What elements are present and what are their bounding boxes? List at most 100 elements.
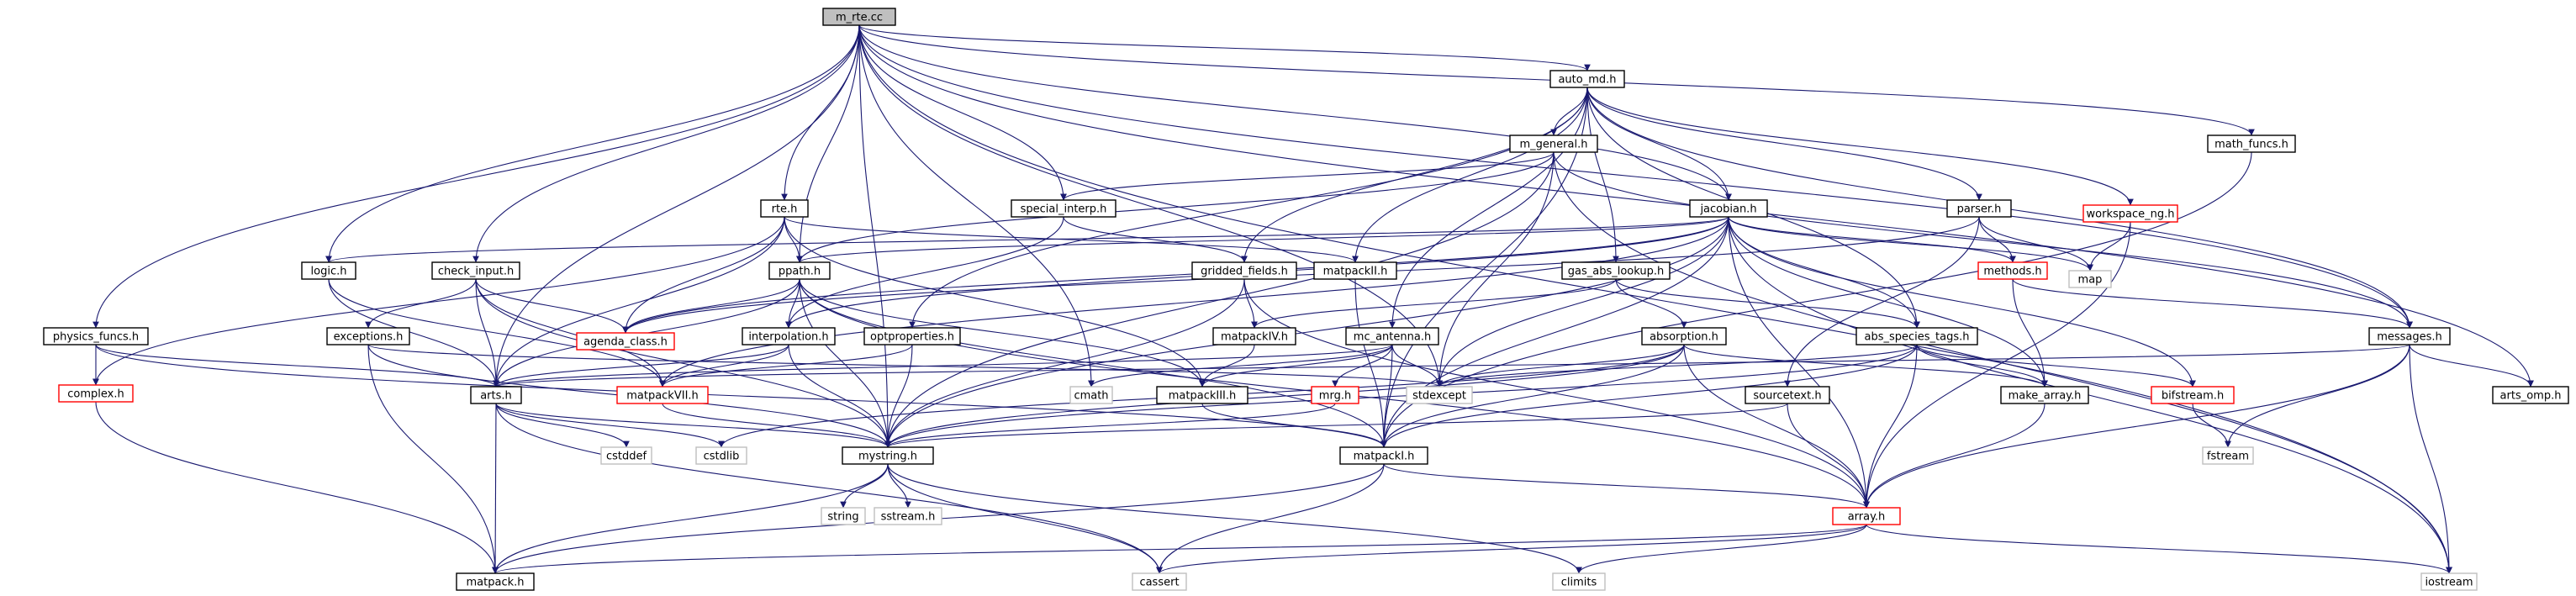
node-matpackII[interactable]: matpackII.h	[1313, 261, 1397, 280]
node-mc-antenna[interactable]: mc_antenna.h	[1345, 327, 1439, 345]
node-box[interactable]	[1855, 327, 1978, 345]
node-box[interactable]	[2492, 386, 2569, 404]
node-iostream[interactable]: iostream	[2420, 572, 2478, 591]
node-abs-species-tags[interactable]: abs_species_tags.h	[1855, 327, 1978, 345]
node-map[interactable]: map	[2068, 270, 2112, 288]
node-box[interactable]	[43, 327, 149, 345]
node-gas-abs-lookup[interactable]: gas_abs_lookup.h	[1561, 261, 1671, 280]
node-m-general[interactable]: m_general.h	[1509, 134, 1598, 153]
node-box[interactable]	[2207, 134, 2296, 153]
node-mrg[interactable]: mrg.h	[1311, 386, 1359, 404]
node-box[interactable]	[821, 507, 866, 525]
node-matpack[interactable]: matpack.h	[456, 572, 535, 591]
node-box[interactable]	[470, 386, 522, 404]
node-box[interactable]	[842, 446, 934, 465]
node-absorption[interactable]: absorption.h	[1641, 327, 1727, 345]
node-box[interactable]	[1212, 327, 1296, 345]
node-stdexcept[interactable]: stdexcept	[1406, 386, 1473, 404]
node-gridded-fields[interactable]: gridded_fields.h	[1191, 261, 1297, 280]
node-special-interp[interactable]: special_interp.h	[1011, 199, 1116, 218]
node-box[interactable]	[822, 8, 896, 26]
node-fstream[interactable]: fstream	[2202, 446, 2254, 465]
node-box[interactable]	[1011, 199, 1116, 218]
node-mystring[interactable]: mystring.h	[842, 446, 934, 465]
node-box[interactable]	[1311, 386, 1359, 404]
node-cassert[interactable]: cassert	[1132, 572, 1187, 591]
node-box[interactable]	[1509, 134, 1598, 153]
node-matpackVII[interactable]: matpackVII.h	[616, 386, 709, 404]
node-cstddef[interactable]: cstddef	[600, 446, 652, 465]
node-box[interactable]	[2368, 327, 2451, 345]
node-box[interactable]	[1345, 327, 1439, 345]
node-box[interactable]	[1339, 446, 1428, 465]
node-string[interactable]: string	[821, 507, 866, 525]
node-make-array[interactable]: make_array.h	[2000, 386, 2089, 404]
node-array[interactable]: array.h	[1832, 507, 1901, 525]
node-arts[interactable]: arts.h	[470, 386, 522, 404]
node-box[interactable]	[576, 332, 675, 351]
node-box[interactable]	[431, 261, 520, 280]
node-matpackI[interactable]: matpackI.h	[1339, 446, 1428, 465]
node-box[interactable]	[768, 261, 831, 280]
node-box[interactable]	[58, 384, 134, 403]
node-agenda-class[interactable]: agenda_class.h	[576, 332, 675, 351]
node-box[interactable]	[326, 327, 410, 345]
node-arts-omp[interactable]: arts_omp.h	[2492, 386, 2569, 404]
node-parser[interactable]: parser.h	[1946, 199, 2012, 218]
node-box[interactable]	[1313, 261, 1397, 280]
node-box[interactable]	[874, 507, 942, 525]
node-auto-md[interactable]: auto_md.h	[1549, 70, 1625, 88]
node-box[interactable]	[1561, 261, 1671, 280]
node-box[interactable]	[2420, 572, 2478, 591]
node-box[interactable]	[600, 446, 652, 465]
node-box[interactable]	[1977, 261, 2048, 280]
node-box[interactable]	[2202, 446, 2254, 465]
node-box[interactable]	[616, 386, 709, 404]
node-box[interactable]	[2068, 270, 2112, 288]
node-rte[interactable]: rte.h	[760, 199, 809, 218]
node-box[interactable]	[1069, 386, 1113, 404]
node-box[interactable]	[695, 446, 747, 465]
node-box[interactable]	[863, 327, 961, 345]
node-bifstream[interactable]: bifstream.h	[2151, 386, 2235, 404]
node-box[interactable]	[742, 327, 836, 345]
node-messages[interactable]: messages.h	[2368, 327, 2451, 345]
node-math-funcs[interactable]: math_funcs.h	[2207, 134, 2296, 153]
node-physics-funcs[interactable]: physics_funcs.h	[43, 327, 149, 345]
node-ppath[interactable]: ppath.h	[768, 261, 831, 280]
node-box[interactable]	[760, 199, 809, 218]
node-box[interactable]	[1191, 261, 1297, 280]
node-climits[interactable]: climits	[1552, 572, 1606, 591]
node-box[interactable]	[301, 261, 356, 280]
node-box[interactable]	[1552, 572, 1606, 591]
node-methods[interactable]: methods.h	[1977, 261, 2048, 280]
node-box[interactable]	[1406, 386, 1473, 404]
node-box[interactable]	[2151, 386, 2235, 404]
node-check-input[interactable]: check_input.h	[431, 261, 520, 280]
node-box[interactable]	[1946, 199, 2012, 218]
node-matpackIII[interactable]: matpackIII.h	[1156, 386, 1248, 404]
node-box[interactable]	[1689, 199, 1768, 218]
node-box[interactable]	[1549, 70, 1625, 88]
node-workspace-ng[interactable]: workspace_ng.h	[2082, 204, 2178, 223]
node-box[interactable]	[1132, 572, 1187, 591]
node-cstdlib[interactable]: cstdlib	[695, 446, 747, 465]
node-jacobian[interactable]: jacobian.h	[1689, 199, 1768, 218]
node-box[interactable]	[1832, 507, 1901, 525]
node-logic[interactable]: logic.h	[301, 261, 356, 280]
node-cmath[interactable]: cmath	[1069, 386, 1113, 404]
node-complex[interactable]: complex.h	[58, 384, 134, 403]
node-box[interactable]	[2000, 386, 2089, 404]
node-box[interactable]	[1641, 327, 1727, 345]
node-m-rte[interactable]: m_rte.cc	[822, 8, 896, 26]
node-box[interactable]	[1745, 386, 1830, 404]
node-box[interactable]	[1156, 386, 1248, 404]
node-sourcetext[interactable]: sourcetext.h	[1745, 386, 1830, 404]
node-box[interactable]	[456, 572, 535, 591]
node-box[interactable]	[2082, 204, 2178, 223]
node-sstream[interactable]: sstream.h	[874, 507, 942, 525]
node-interpolation[interactable]: interpolation.h	[742, 327, 836, 345]
node-exceptions[interactable]: exceptions.h	[326, 327, 410, 345]
node-optproperties[interactable]: optproperties.h	[863, 327, 961, 345]
node-matpackIV[interactable]: matpackIV.h	[1212, 327, 1296, 345]
